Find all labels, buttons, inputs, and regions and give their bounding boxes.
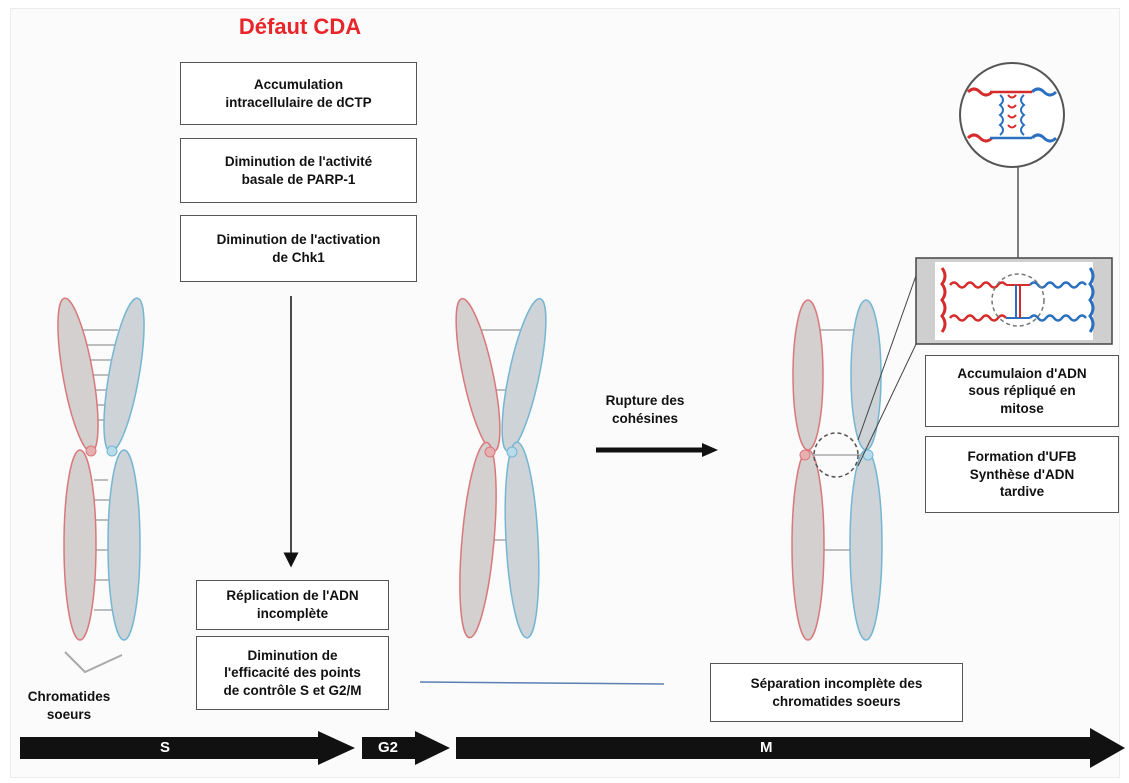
chromatid-blue <box>849 449 883 641</box>
rupture-arrow <box>596 443 718 457</box>
chromatid-blue <box>504 441 540 639</box>
centromere <box>506 446 518 458</box>
chromosome-g2-phase <box>455 297 547 639</box>
chromatid-blue <box>107 449 141 641</box>
chromatid-red <box>792 299 824 451</box>
phase-g2-label: G2 <box>378 739 399 756</box>
chromatid-blue <box>501 297 547 453</box>
ufb-dashed-circle <box>813 432 859 478</box>
centromere <box>85 445 97 457</box>
label-cohesin-rupture: Rupture des cohésines <box>605 393 685 426</box>
box-chk1-decrease: Diminution de l'activation de Chk1 <box>180 215 417 282</box>
chromosome-s-phase <box>57 297 145 674</box>
dna-magnified-circle <box>959 62 1065 168</box>
phase-s-arrow <box>20 731 355 765</box>
phase-s-label: S <box>160 739 171 756</box>
cell-cycle-bar <box>20 728 1125 768</box>
box-dctp-accumulation: Accumulation intracellulaire de dCTP <box>180 62 417 125</box>
chromatid-red <box>63 449 97 641</box>
phase-g2-arrow <box>362 731 450 765</box>
centromere <box>799 449 811 461</box>
centromere <box>106 445 118 457</box>
box-underreplicated-dna: Accumulaion d'ADN sous répliqué en mitos… <box>925 355 1119 427</box>
sister-pointer <box>64 651 123 674</box>
chromatid-red <box>459 441 497 639</box>
phase-m-arrow <box>456 728 1125 768</box>
box-incomplete-replication: Réplication de l'ADN incomplète <box>196 580 389 630</box>
box-incomplete-separation: Séparation incomplète des chromatides so… <box>710 663 963 722</box>
chromatid-red <box>455 297 501 453</box>
centromere <box>484 446 496 458</box>
diagram-title: Défaut CDA <box>238 14 362 39</box>
box-ufb-formation: Formation d'UFB Synthèse d'ADN tardive <box>925 436 1119 513</box>
chromosome-m-phase <box>791 269 919 641</box>
dna-zoom-panel <box>915 165 1113 345</box>
box-parp1-decrease: Diminution de l'activité basale de PARP-… <box>180 138 417 203</box>
box-checkpoint-efficiency: Diminution de l'efficacité des points de… <box>196 636 389 710</box>
phase-m-label: M <box>760 739 773 756</box>
label-sister-chromatids: Chromatides soeurs <box>27 689 111 722</box>
connector-line <box>419 681 665 685</box>
chromatid-red <box>791 449 825 641</box>
